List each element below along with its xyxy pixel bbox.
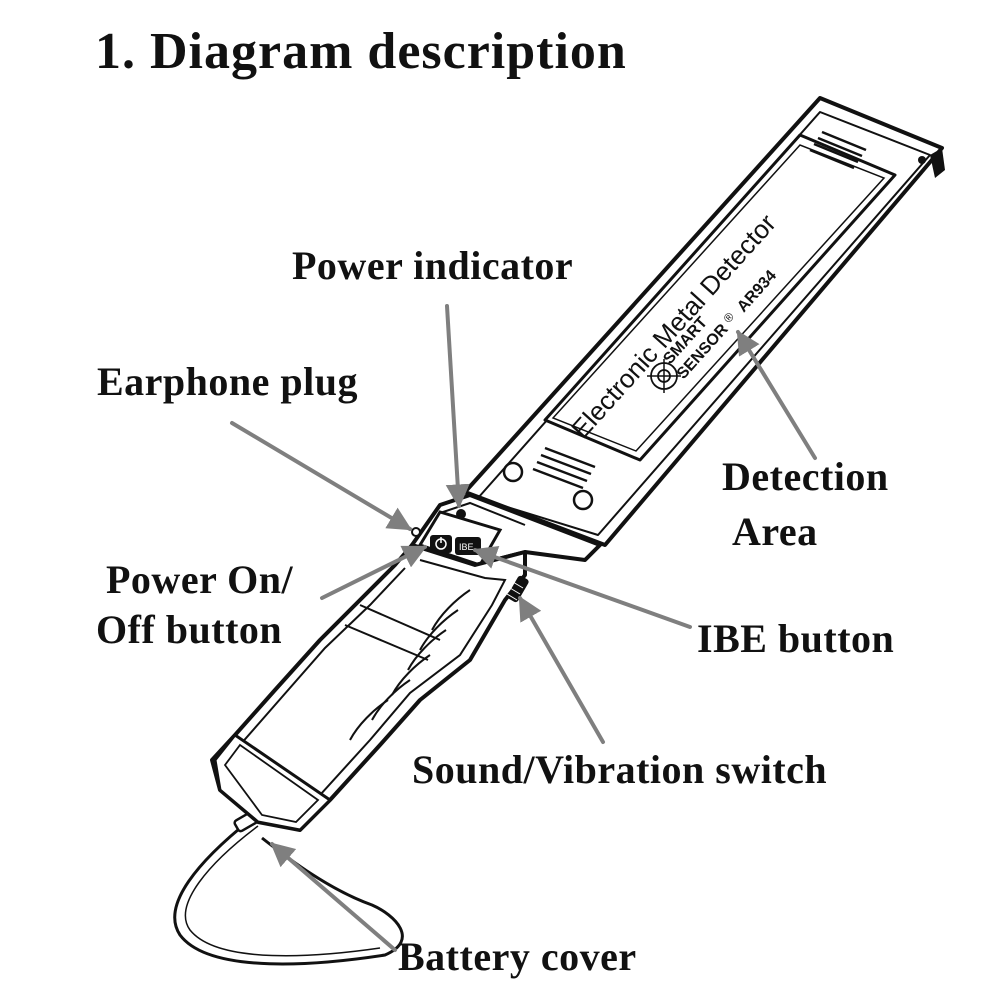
screw-left bbox=[502, 461, 524, 483]
power-indicator-led[interactable] bbox=[456, 509, 466, 519]
label-earphone-plug: Earphone plug bbox=[97, 359, 359, 404]
arrow-earphone-plug bbox=[230, 421, 413, 531]
arrow-power-button bbox=[320, 545, 428, 600]
label-power-indicator: Power indicator bbox=[292, 243, 574, 288]
detector-handle bbox=[210, 543, 527, 832]
power-icon bbox=[435, 537, 447, 550]
ibe-icon: IBE bbox=[459, 542, 474, 552]
power-button[interactable] bbox=[430, 535, 452, 553]
arrow-battery-cover bbox=[270, 842, 397, 952]
arrow-detection-area bbox=[736, 329, 817, 460]
label-detection-area-line1: Detection bbox=[722, 454, 889, 499]
label-sound-vibration-switch: Sound/Vibration switch bbox=[412, 747, 828, 792]
label-battery-cover: Battery cover bbox=[398, 934, 637, 979]
speaker-grille-bottom bbox=[532, 446, 596, 490]
arrow-sound-vibration bbox=[518, 595, 605, 744]
label-detection-area-line2: Area bbox=[732, 509, 818, 554]
battery-cover-cap bbox=[213, 732, 333, 832]
arrow-ibe-button bbox=[472, 545, 692, 629]
sound-vibration-switch[interactable] bbox=[506, 575, 529, 604]
lanyard-cord bbox=[173, 818, 404, 966]
detector-head bbox=[463, 96, 945, 547]
earphone-jack[interactable] bbox=[411, 527, 421, 537]
page-title: 1. Diagram description bbox=[95, 23, 627, 80]
label-ibe-button: IBE button bbox=[697, 616, 895, 661]
detection-area-panel bbox=[543, 133, 897, 462]
screw-top bbox=[918, 156, 926, 164]
lanyard-cord-inner bbox=[184, 825, 381, 957]
label-power-button-line2: Off button bbox=[96, 607, 283, 652]
screw-right bbox=[572, 489, 594, 511]
smart-sensor-logo-icon bbox=[647, 359, 681, 393]
speaker-grille-top bbox=[809, 130, 867, 170]
label-power-button-line1: Power On/ bbox=[106, 557, 294, 602]
arrow-power-indicator bbox=[445, 304, 470, 509]
